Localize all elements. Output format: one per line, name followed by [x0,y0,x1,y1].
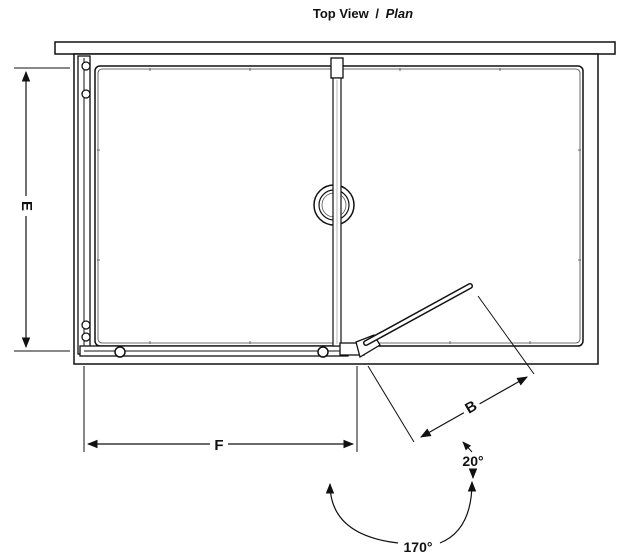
support-bar [330,57,344,347]
title-sub: Plan [385,6,414,21]
dimension-b: B [367,295,535,443]
title-main: Top View [312,6,369,21]
angle-20-label: 20° [462,453,483,469]
pivot-door [363,283,473,346]
angle-170-label: 170° [404,539,433,555]
dimension-f-label: F [214,437,223,454]
left-wall-profile [77,55,91,355]
fixed-panel [79,345,349,358]
dimension-e: E [14,67,70,352]
angle-20: 20° [462,441,484,480]
hinge [339,334,381,359]
dimension-f: F [83,366,358,454]
diagram-title: Top View / Plan [0,6,629,21]
dimension-e-label: E [18,201,35,211]
wall [54,41,616,55]
title-separator: / [375,6,379,21]
swing-arc: 170° [325,480,477,555]
